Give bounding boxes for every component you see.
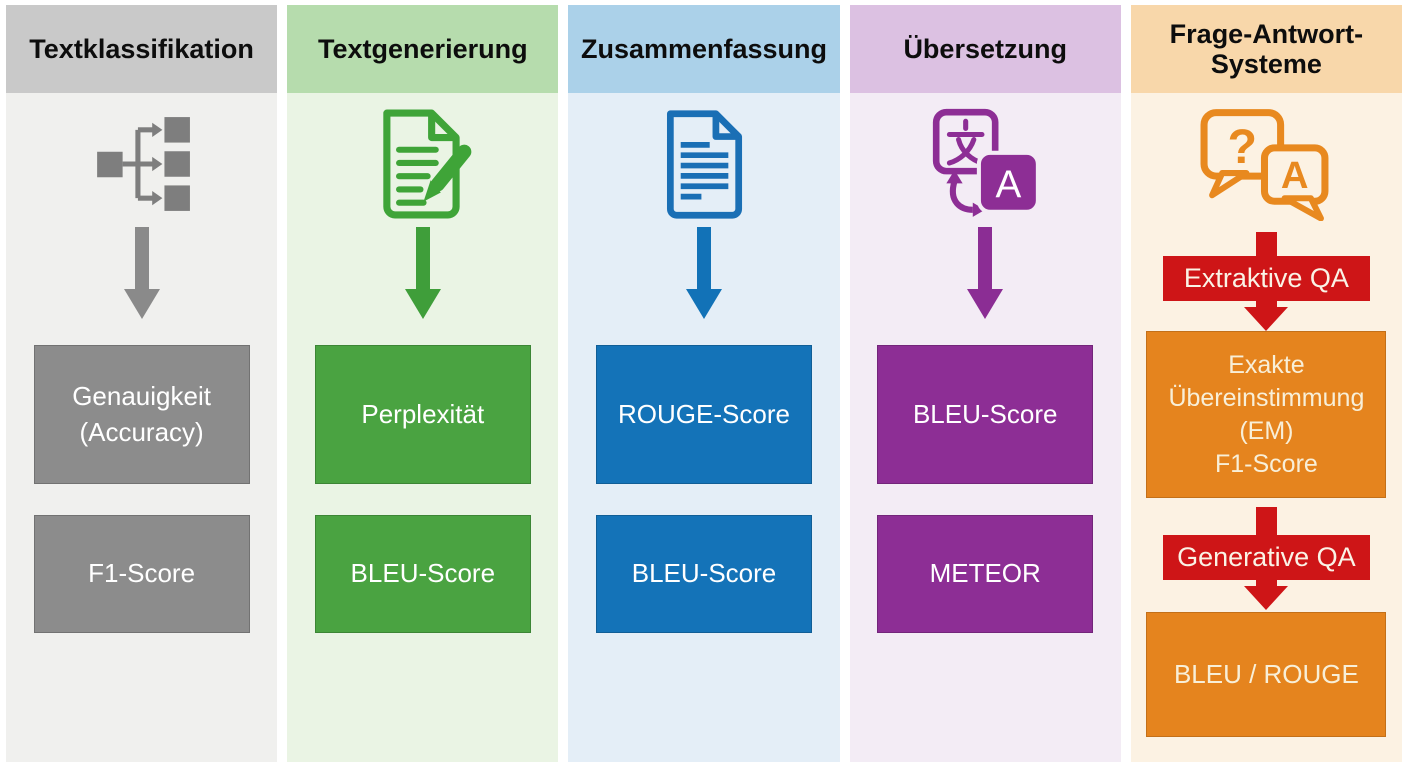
- metric-label: (EM): [1239, 416, 1294, 445]
- metric-box-bleu-rouge: BLEU / ROUGE: [1146, 612, 1387, 737]
- red-arrow-shaft: [1255, 580, 1277, 586]
- generative-qa-banner: Generative QA: [1162, 535, 1370, 580]
- red-arrow-shaft: [1255, 301, 1277, 307]
- metric-label: Übereinstimmung: [1168, 383, 1365, 412]
- banner-label: Extraktive QA: [1183, 263, 1349, 293]
- metric-box-rouge-score: ROUGE-Score: [596, 345, 812, 484]
- translate-a-glyph: A: [996, 164, 1022, 207]
- down-arrow: [686, 227, 722, 319]
- metric-label: F1-Score: [88, 558, 196, 589]
- column-title: Zusammenfassung: [568, 5, 840, 93]
- column-body: Perplexität BLEU-Score: [287, 93, 559, 762]
- metric-label: (Accuracy): [79, 416, 204, 447]
- column-frage-antwort-systeme: Frage-Antwort-Systeme ? A Extraktive QA: [1130, 5, 1403, 762]
- document-pencil-icon: [364, 103, 482, 225]
- generative-qa-step: Generative QA: [1162, 507, 1370, 610]
- metric-box-meteor: METEOR: [877, 515, 1094, 633]
- metric-label: BLEU-Score: [631, 558, 777, 589]
- metric-label: Genauigkeit: [72, 380, 211, 411]
- column-title: Frage-Antwort-Systeme: [1130, 5, 1403, 93]
- column-title: Textgenerierung: [287, 5, 559, 93]
- metric-box-perplexitaet: Perplexität: [314, 345, 531, 484]
- metric-box-bleu-score: BLEU-Score: [596, 515, 812, 633]
- red-arrow-head: [1244, 586, 1289, 610]
- down-arrow: [123, 227, 160, 319]
- down-arrow: [967, 227, 1004, 319]
- metric-label: Perplexität: [361, 398, 485, 429]
- translate-icon: A: [928, 103, 1042, 225]
- metric-label: BLEU / ROUGE: [1173, 658, 1359, 689]
- column-title: Übersetzung: [849, 5, 1121, 93]
- column-body: ? A Extraktive QA Exakte Übereinstimmung…: [1130, 93, 1403, 762]
- metric-box-genauigkeit: Genauigkeit (Accuracy): [33, 345, 250, 484]
- metric-label: METEOR: [929, 558, 1041, 589]
- metric-label: ROUGE-Score: [618, 398, 790, 429]
- metric-box-f1-score: F1-Score: [33, 515, 250, 633]
- metric-label: F1-Score: [1215, 449, 1318, 478]
- banner-label: Generative QA: [1177, 542, 1356, 572]
- question-answer-icon: ? A: [1198, 103, 1334, 225]
- red-arrow-shaft: [1255, 232, 1277, 256]
- column-zusammenfassung: Zusammenfassung: [568, 5, 840, 762]
- red-arrow-head: [1244, 307, 1289, 331]
- metric-label: Exakte: [1228, 350, 1305, 379]
- answer-glyph: A: [1281, 154, 1309, 197]
- column-textgenerierung: Textgenerierung: [287, 5, 559, 762]
- metric-box-bleu-score: BLEU-Score: [314, 515, 531, 633]
- metric-label: BLEU-Score: [912, 398, 1058, 429]
- metric-box-bleu-score: BLEU-Score: [877, 345, 1094, 484]
- metric-label: BLEU-Score: [350, 558, 496, 589]
- column-uebersetzung: Übersetzung A: [849, 5, 1121, 762]
- down-arrow: [404, 227, 441, 319]
- column-textklassifikation: Textklassifikation: [6, 5, 278, 762]
- column-body: ROUGE-Score BLEU-Score: [568, 93, 840, 762]
- extractive-qa-step: Extraktive QA: [1162, 232, 1370, 331]
- column-body: A BLEU-Score METEOR: [849, 93, 1121, 762]
- metric-box-em-f1: Exakte Übereinstimmung (EM) F1-Score: [1146, 331, 1387, 498]
- column-title: Textklassifikation: [6, 5, 278, 93]
- extractive-qa-banner: Extraktive QA: [1162, 256, 1370, 301]
- column-body: Genauigkeit (Accuracy) F1-Score: [6, 93, 278, 762]
- document-icon: [660, 103, 748, 225]
- red-arrow-shaft: [1255, 507, 1277, 535]
- question-glyph: ?: [1228, 120, 1258, 174]
- hierarchy-icon: [91, 103, 193, 225]
